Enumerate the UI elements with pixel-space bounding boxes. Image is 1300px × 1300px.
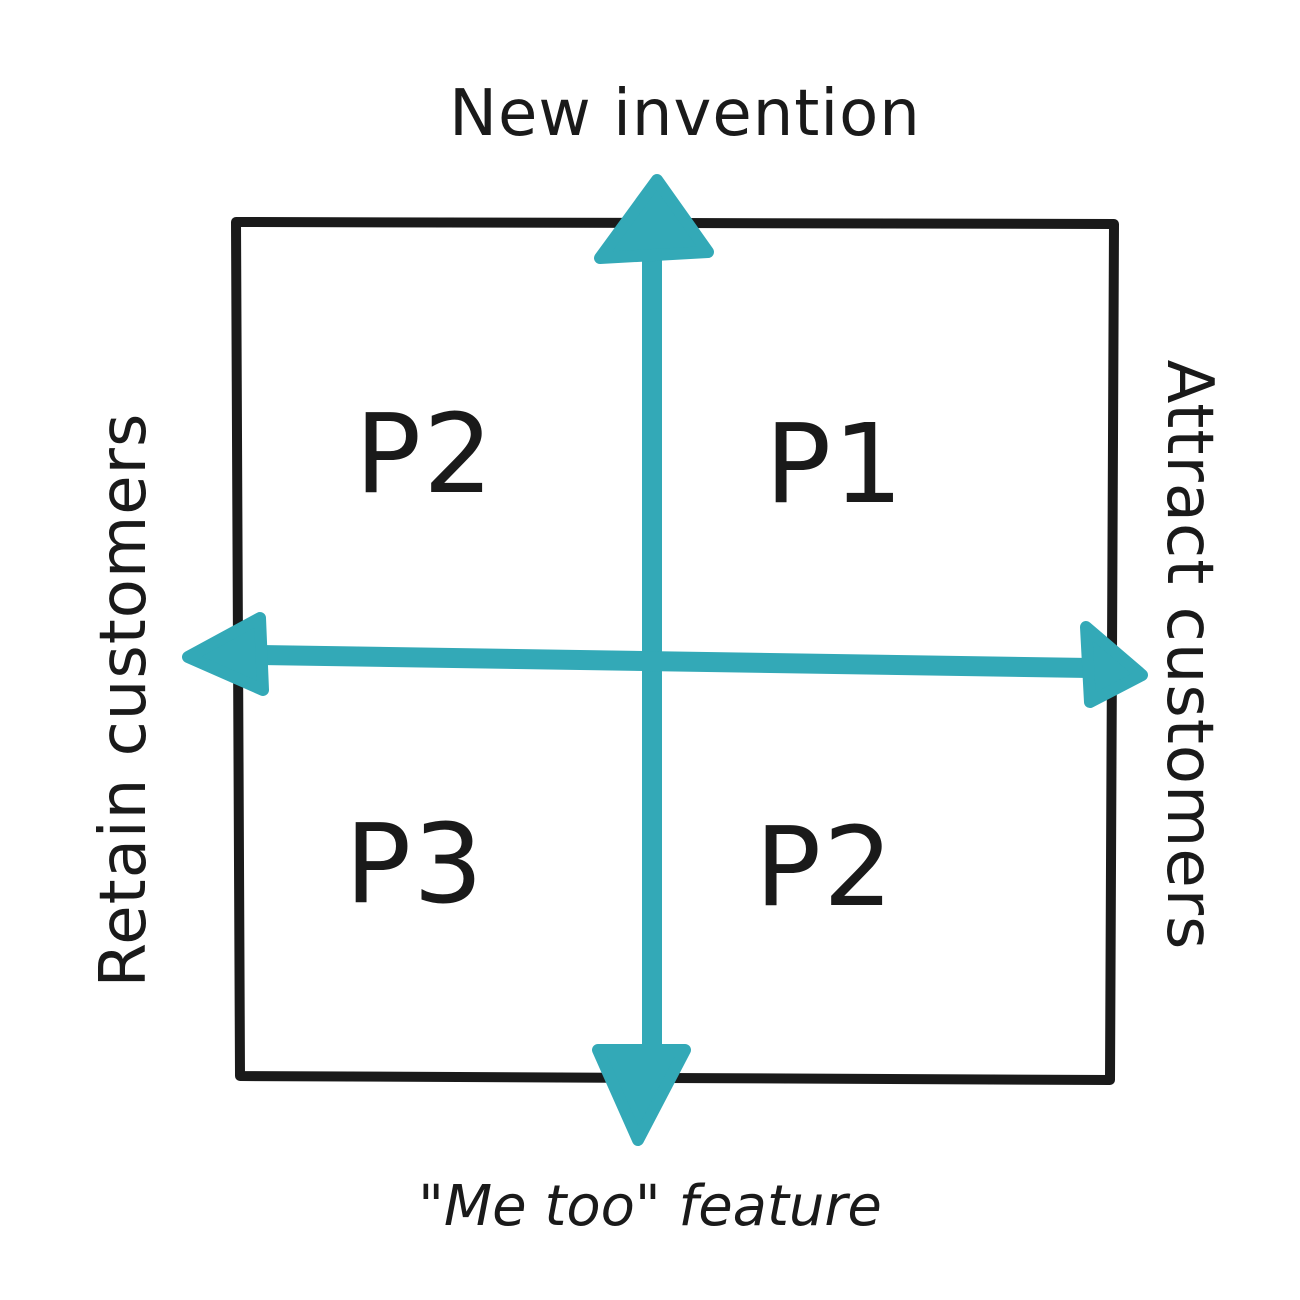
label-bottom-me-too-feature: "Me too" feature <box>418 1174 882 1239</box>
quadrant-top-right-label: P1 <box>765 400 905 528</box>
label-right-attract-customers: Attract customers <box>1152 360 1226 951</box>
label-left-retain-customers: Retain customers <box>87 413 161 988</box>
quadrant-bottom-left-label: P3 <box>345 800 485 928</box>
arrow-left-icon <box>182 612 269 696</box>
label-top-new-invention: New invention <box>449 77 921 151</box>
matrix-frame <box>231 217 1119 1085</box>
arrow-up-icon <box>594 174 714 264</box>
arrow-down-icon <box>592 1044 691 1146</box>
arrow-right-icon <box>1080 621 1148 708</box>
quadrant-top-left-label: P2 <box>355 390 495 518</box>
horizontal-axis-line <box>250 645 1100 678</box>
quadrant-bottom-right-label: P2 <box>755 803 895 931</box>
